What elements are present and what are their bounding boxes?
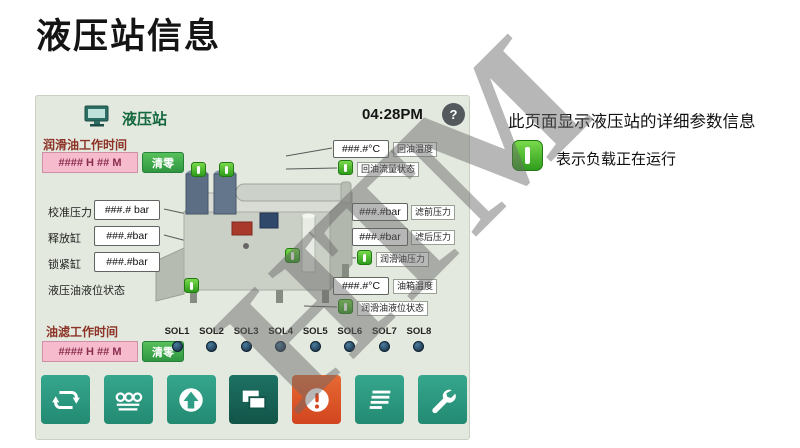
- callout-label: 润滑油液位状态: [357, 301, 429, 316]
- run-indicator-icon: [191, 162, 206, 177]
- run-indicator-icon: [285, 248, 300, 263]
- screens-button[interactable]: [229, 375, 279, 424]
- sol-indicator-icon: [206, 341, 218, 352]
- help-icon[interactable]: ?: [442, 103, 465, 126]
- rollers-button[interactable]: [103, 375, 153, 424]
- callout-value: ###.#bar: [352, 228, 408, 246]
- hmi-panel: 液压站 04:28PM ?: [35, 95, 470, 440]
- sol-channel: SOL7: [369, 326, 399, 352]
- sol-channel: SOL8: [404, 326, 434, 352]
- sol-label: SOL3: [233, 326, 259, 337]
- sol-indicator-icon: [171, 341, 183, 352]
- run-indicator-icon: [219, 162, 234, 177]
- sol-channel: SOL4: [266, 326, 296, 352]
- field-value: ###.#bar: [94, 226, 160, 246]
- sol-channel: SOL2: [197, 326, 227, 352]
- settings-button[interactable]: [417, 375, 467, 424]
- sol-indicator-icon: [275, 341, 287, 352]
- toolbar: [41, 375, 467, 425]
- alarm-button[interactable]: [292, 375, 342, 424]
- alert-icon: [305, 387, 329, 412]
- hydraulic-station-illustration: [155, 147, 357, 308]
- legend-text: 表示负载正在运行: [556, 151, 677, 168]
- lube-timer-clear-button[interactable]: 清零: [142, 152, 184, 173]
- sol-label: SOL4: [268, 326, 294, 337]
- lube-timer-label: 润滑油工作时间: [43, 138, 128, 152]
- callout-label: 滤前压力: [411, 205, 456, 220]
- filter-timer-value: #### H ## M: [42, 341, 138, 362]
- page-title: 液压站信息: [36, 17, 222, 56]
- report-icon: [369, 390, 390, 409]
- filter-timer-label: 油滤工作时间: [46, 325, 119, 339]
- field-value: ###.#bar: [94, 252, 160, 272]
- field-label: 释放缸: [48, 233, 81, 245]
- page-description: 此页面显示液压站的详细参数信息: [508, 113, 756, 131]
- sol-channel-row: SOL1 SOL2 SOL3 SOL4 SOL5 SOL6 SOL7 SOL8: [162, 326, 434, 352]
- cycle-icon: [51, 390, 80, 409]
- run-indicator-icon: [338, 299, 353, 314]
- run-indicator-legend-icon: [512, 140, 543, 171]
- sol-label: SOL6: [337, 326, 363, 337]
- lube-timer-value: #### H ## M: [42, 152, 138, 173]
- run-indicator-icon: [184, 278, 199, 293]
- sol-indicator-icon: [378, 341, 390, 352]
- sol-label: SOL5: [302, 326, 328, 337]
- report-button[interactable]: [355, 375, 405, 424]
- screens-icon: [242, 390, 267, 409]
- sol-indicator-icon: [240, 341, 252, 352]
- sol-channel: SOL5: [300, 326, 330, 352]
- callout-value: ###.#bar: [352, 203, 408, 221]
- callout-label: 滤后压力: [411, 230, 456, 245]
- callout-label: 润滑油压力: [376, 252, 430, 267]
- sol-channel: SOL6: [335, 326, 365, 352]
- run-indicator-icon: [357, 250, 372, 265]
- run-indicator-icon: [338, 160, 353, 175]
- callout-label: 油箱温度: [393, 279, 438, 294]
- sol-channel: SOL1: [162, 326, 192, 352]
- sol-label: SOL7: [371, 326, 397, 337]
- monitor-icon: [84, 105, 109, 127]
- clock: 04:28PM: [362, 106, 423, 123]
- sol-indicator-icon: [309, 341, 321, 352]
- panel-title: 液压站: [122, 111, 168, 128]
- field-value: ###.# bar: [94, 200, 160, 220]
- sol-label: SOL1: [164, 326, 190, 337]
- callout-value: ###.#°C: [333, 277, 389, 295]
- wrench-icon: [432, 389, 457, 413]
- callout-label: 回油流量状态: [357, 162, 420, 177]
- sol-indicator-icon: [344, 341, 356, 352]
- field-label: 锁紧缸: [48, 259, 81, 271]
- field-label: 校准压力: [48, 207, 92, 219]
- oil-level-label: 液压油液位状态: [48, 285, 125, 297]
- callout-value: ###.#°C: [333, 140, 389, 158]
- sol-indicator-icon: [413, 341, 425, 352]
- sol-label: SOL2: [199, 326, 224, 337]
- sol-label: SOL8: [406, 326, 432, 337]
- cycle-button[interactable]: [41, 375, 90, 424]
- eject-button[interactable]: [166, 375, 216, 424]
- callout-label: 回油温度: [393, 142, 438, 157]
- rollers-icon: [115, 391, 143, 410]
- sol-channel: SOL3: [231, 326, 261, 352]
- up-arrow-icon: [179, 387, 203, 412]
